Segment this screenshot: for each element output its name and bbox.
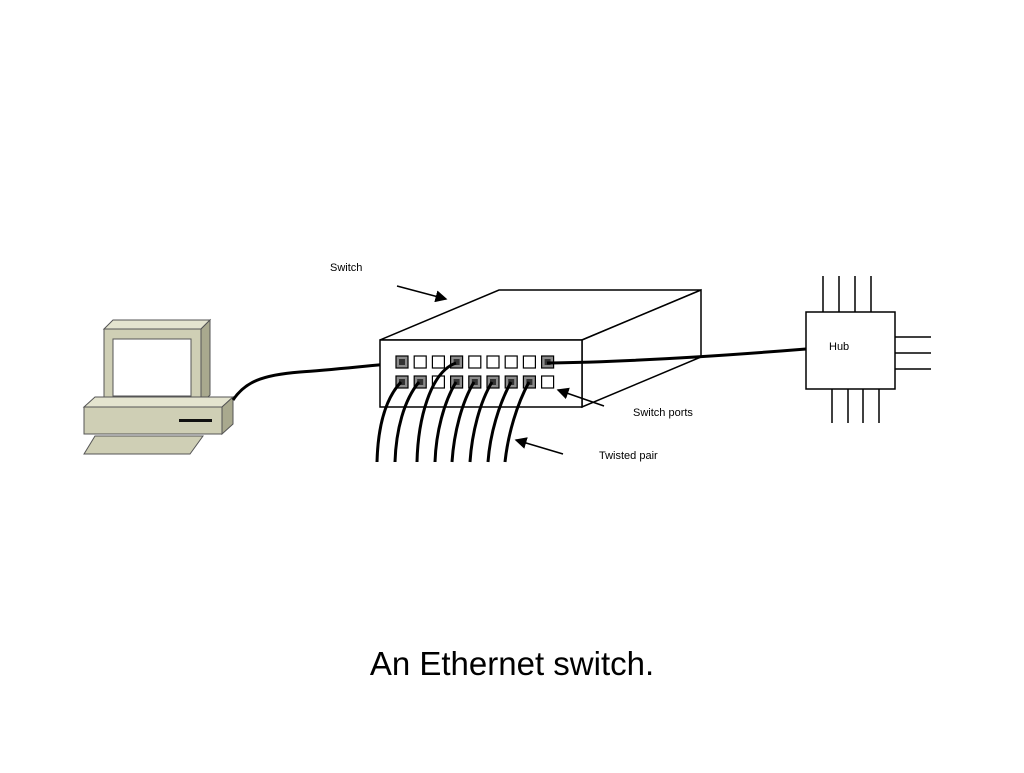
switch-ports-arrow — [556, 387, 605, 407]
port-plug — [399, 379, 405, 385]
switch-ports — [395, 355, 555, 389]
switch-arrow — [396, 285, 448, 303]
switch-port — [431, 355, 445, 369]
port-plug — [508, 379, 515, 385]
twisted-pair-cables — [375, 361, 531, 463]
cable-switch-hub — [546, 347, 807, 365]
hub-label: Hub — [829, 341, 850, 353]
switch-label: Switch — [330, 262, 363, 274]
port-plug — [526, 379, 533, 385]
switch-port — [522, 355, 537, 369]
switch-port — [540, 375, 555, 389]
port-plug — [471, 379, 478, 385]
switch-port — [504, 355, 518, 369]
port-plug — [453, 359, 460, 365]
cable-computer-switch — [231, 361, 401, 401]
twisted-pair-label: Twisted pair — [599, 450, 658, 462]
port-plug — [417, 379, 424, 385]
switch-port — [486, 355, 500, 369]
computer-icon — [82, 318, 235, 455]
port-plug — [399, 359, 405, 365]
hub-box — [805, 276, 931, 423]
twisted-pair-arrow — [514, 437, 564, 455]
switch-port — [468, 355, 482, 369]
caption: An Ethernet switch. — [369, 645, 655, 682]
switch-port — [413, 355, 427, 369]
switch-ports-label: Switch ports — [633, 407, 693, 419]
switch-box — [379, 288, 702, 409]
port-plug — [490, 379, 496, 385]
port-plug — [453, 379, 460, 385]
